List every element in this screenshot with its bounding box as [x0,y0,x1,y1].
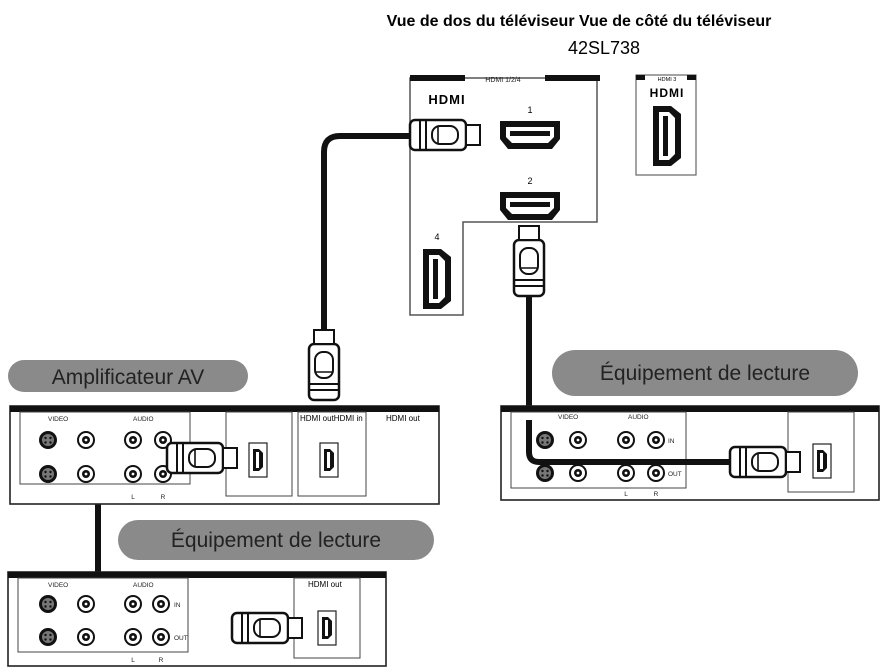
s-video-jack-icon[interactable] [39,595,57,613]
hdmi-port-icon[interactable] [653,106,681,166]
hdmi-port-icon[interactable] [812,443,832,479]
hdmi-plug-icon [307,328,341,402]
rca-jack-icon[interactable] [617,431,635,449]
hdmi-port-icon[interactable] [500,121,560,149]
player-label-pill [118,520,434,560]
hdmi-out-label: HDMI out [308,580,343,589]
hdmi-port-icon[interactable] [248,442,268,478]
r-label: R [161,494,166,501]
player-label-pill [552,350,858,396]
hdmi-port-icon[interactable] [500,192,560,220]
port-number-4: 4 [434,232,439,242]
model-number: 42SL738 [568,38,640,58]
video-label: VIDEO [48,416,68,423]
hdmi-port-icon[interactable] [317,610,337,646]
player-bottom-label: Équipement de lecture [171,529,381,552]
hdmi-port-icon[interactable] [423,249,451,309]
hdmi-plug-icon [408,118,482,152]
rca-jack-icon[interactable] [124,628,142,646]
s-video-jack-icon[interactable] [536,431,554,449]
l-label: L [131,494,135,501]
hdmi-plug-icon [512,224,546,298]
hdmi-cable [526,420,730,465]
audio-label: AUDIO [133,582,154,589]
hdmi-out-label: HDMI out [386,414,421,423]
video-label: VIDEO [48,582,68,589]
port-number-1: 1 [527,105,532,115]
player-right-label: Équipement de lecture [600,362,810,385]
diagram-title: Vue de dos du téléviseur Vue de côté du … [387,13,772,30]
r-label: R [654,491,659,498]
hdmi-logo-icon: HDMI [650,86,685,100]
s-video-jack-icon[interactable] [39,465,57,483]
r-label: R [159,657,164,664]
port-number-2: 2 [527,176,532,186]
rca-jack-icon[interactable] [77,465,95,483]
audio-label: AUDIO [628,414,649,421]
video-label: VIDEO [558,414,578,421]
out-label: OUT [174,635,188,642]
hdmi-plug-icon [728,445,802,479]
hdmi-plug-icon [230,611,304,645]
l-label: L [131,657,135,664]
in-label: IN [668,438,675,445]
in-label: IN [174,602,181,609]
l-label: L [624,491,628,498]
hdmi-3-group-label: HDMI 3 [658,77,677,83]
hdmi-cable [321,133,420,335]
rca-jack-icon[interactable] [77,628,95,646]
rca-jack-icon[interactable] [569,464,587,482]
s-video-jack-icon[interactable] [39,628,57,646]
out-label: OUT [668,471,682,478]
rca-jack-icon[interactable] [77,431,95,449]
rca-jack-icon[interactable] [647,431,665,449]
audio-label: AUDIO [133,416,154,423]
rca-jack-icon[interactable] [124,465,142,483]
rca-jack-icon[interactable] [617,464,635,482]
hdmi-port-icon[interactable] [319,442,339,478]
hdmi-124-group-label: HDMI 1/2/4 [485,77,521,84]
amplifier-device: Amplificateur AV VIDEO AUDIO L R HDMI ou… [8,360,440,505]
tv-side-panel: HDMI 3 HDMI [635,74,697,176]
rca-jack-icon[interactable] [152,628,170,646]
hdmi-plug-icon [165,441,239,475]
rca-jack-icon[interactable] [647,464,665,482]
s-video-jack-icon[interactable] [536,464,554,482]
s-video-jack-icon[interactable] [39,431,57,449]
hdmi-out-in-label: HDMI outHDMI in [300,414,363,423]
amplifier-label: Amplificateur AV [52,366,205,389]
rca-jack-icon[interactable] [77,595,95,613]
tv-back-panel: HDMI 1/2/4 HDMI 1 2 4 [409,75,600,316]
hdmi-logo-icon: HDMI [428,92,465,107]
amplifier-label-pill [8,360,248,392]
player-bottom-device: Équipement de lecture VIDEO AUDIO IN OUT… [7,520,434,667]
rca-jack-icon[interactable] [569,431,587,449]
rca-jack-icon[interactable] [124,595,142,613]
player-right-device: Équipement de lecture VIDEO AUDIO IN OUT… [500,350,880,501]
rca-jack-icon[interactable] [124,431,142,449]
rca-jack-icon[interactable] [152,595,170,613]
